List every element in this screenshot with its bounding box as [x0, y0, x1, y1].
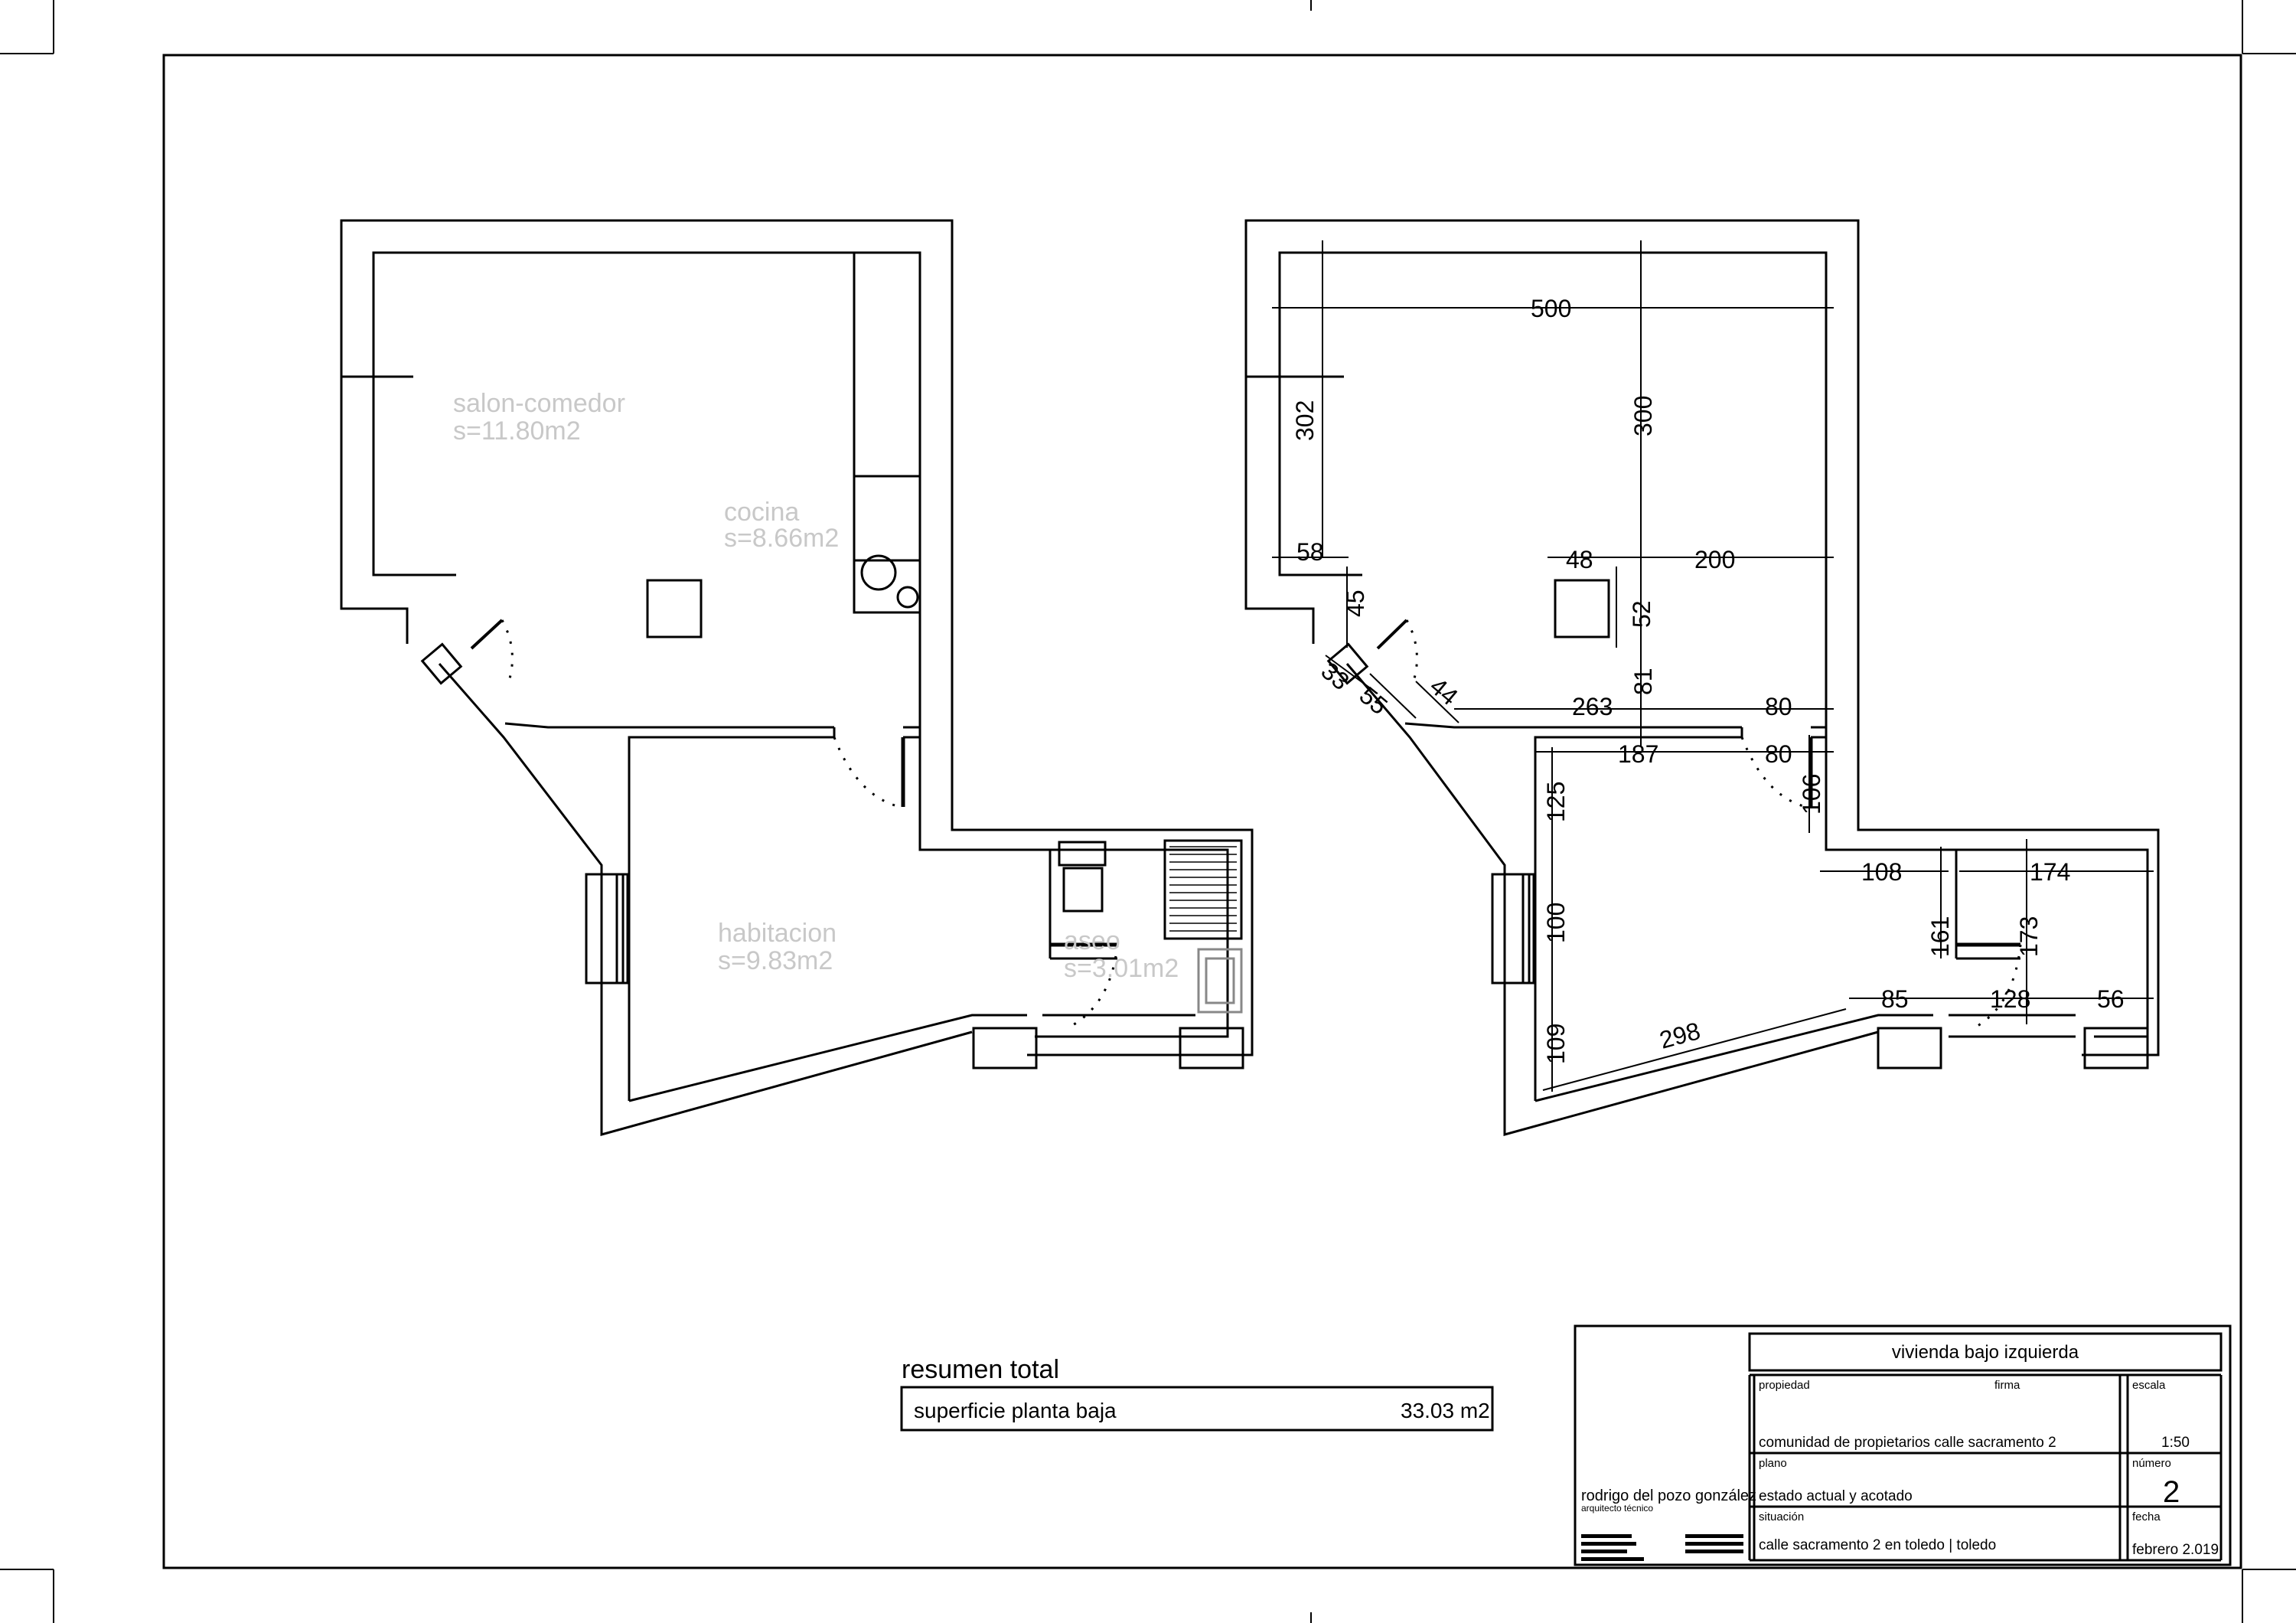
fecha-label: fecha [2132, 1510, 2161, 1523]
propiedad-value: comunidad de propietarios calle sacramen… [1759, 1435, 2056, 1451]
fecha-value: febrero 2.019 [2132, 1542, 2219, 1558]
dim-263: 263 [1572, 693, 1613, 720]
room-aseo-area: s=3.01m2 [1064, 954, 1179, 983]
dim-200: 200 [1694, 546, 1735, 573]
summary-value: 33.03 m2 [1401, 1399, 1490, 1422]
dim-128: 128 [1990, 985, 2030, 1013]
dim-108: 108 [1861, 858, 1902, 886]
title-block-text: vivienda bajo izquierda propiedad firma … [1581, 1342, 2219, 1561]
dim-300: 300 [1629, 396, 1657, 436]
room-salon-area: s=11.80m2 [453, 416, 581, 446]
dim-81: 81 [1629, 668, 1657, 695]
dim-302: 302 [1291, 400, 1319, 441]
propiedad-label: propiedad [1759, 1379, 1810, 1392]
dim-174: 174 [2030, 858, 2070, 886]
dim-187: 187 [1618, 740, 1658, 768]
dimension-values: 500 302 300 58 48 200 45 52 33 55 44 263… [1291, 295, 2125, 1064]
plano-label: plano [1759, 1457, 1787, 1470]
summary-label: superficie planta baja [914, 1399, 1117, 1422]
author-contact-block [1581, 1534, 1743, 1561]
author-name: rodrigo del pozo gonzález [1581, 1487, 1756, 1504]
dim-500: 500 [1531, 295, 1571, 322]
escala-label: escala [2132, 1379, 2166, 1392]
dim-80-bottom: 80 [1765, 740, 1792, 768]
floor-plan-dimensioned [1244, 219, 2160, 1136]
room-aseo-name: aseo [1064, 926, 1120, 955]
dim-85: 85 [1881, 985, 1909, 1013]
numero-value: 2 [2163, 1475, 2180, 1509]
dim-161: 161 [1926, 916, 1954, 957]
plano-value: estado actual y acotado [1759, 1488, 1913, 1504]
dim-109: 109 [1542, 1024, 1570, 1064]
room-cocina-area: s=8.66m2 [724, 524, 839, 553]
room-labels: salon-comedor s=11.80m2 cocina s=8.66m2 … [453, 389, 1179, 983]
dim-48: 48 [1566, 546, 1593, 573]
project-title: vivienda bajo izquierda [1892, 1342, 2079, 1363]
dim-106: 106 [1798, 774, 1825, 815]
dimension-lines [1272, 240, 2154, 1092]
situacion-value: calle sacramento 2 en toledo | toledo [1759, 1537, 1996, 1553]
room-habitacion-area: s=9.83m2 [718, 946, 833, 975]
dim-100: 100 [1542, 903, 1570, 943]
summary-title: resumen total [902, 1355, 1059, 1384]
dim-56: 56 [2097, 985, 2125, 1013]
room-salon-name: salon-comedor [453, 389, 625, 418]
dim-58: 58 [1296, 538, 1324, 566]
dim-52: 52 [1628, 600, 1655, 628]
dim-173: 173 [2015, 916, 2043, 957]
dim-45: 45 [1342, 589, 1369, 617]
situacion-label: situación [1759, 1510, 1804, 1523]
floor-plan-furnished [340, 219, 1254, 1136]
room-cocina-name: cocina [724, 498, 799, 527]
room-habitacion-name: habitacion [718, 919, 837, 948]
dim-80-top: 80 [1765, 693, 1792, 720]
author-title: arquitecto técnico [1581, 1503, 1653, 1514]
title-block [1574, 1324, 2232, 1566]
escala-value: 1:50 [2161, 1435, 2190, 1451]
firma-label: firma [1994, 1379, 2020, 1392]
dim-125: 125 [1542, 782, 1570, 822]
area-summary: resumen total superficie planta baja 33.… [900, 1355, 1494, 1432]
numero-label: número [2132, 1457, 2171, 1470]
sheet-border [162, 54, 2242, 1569]
